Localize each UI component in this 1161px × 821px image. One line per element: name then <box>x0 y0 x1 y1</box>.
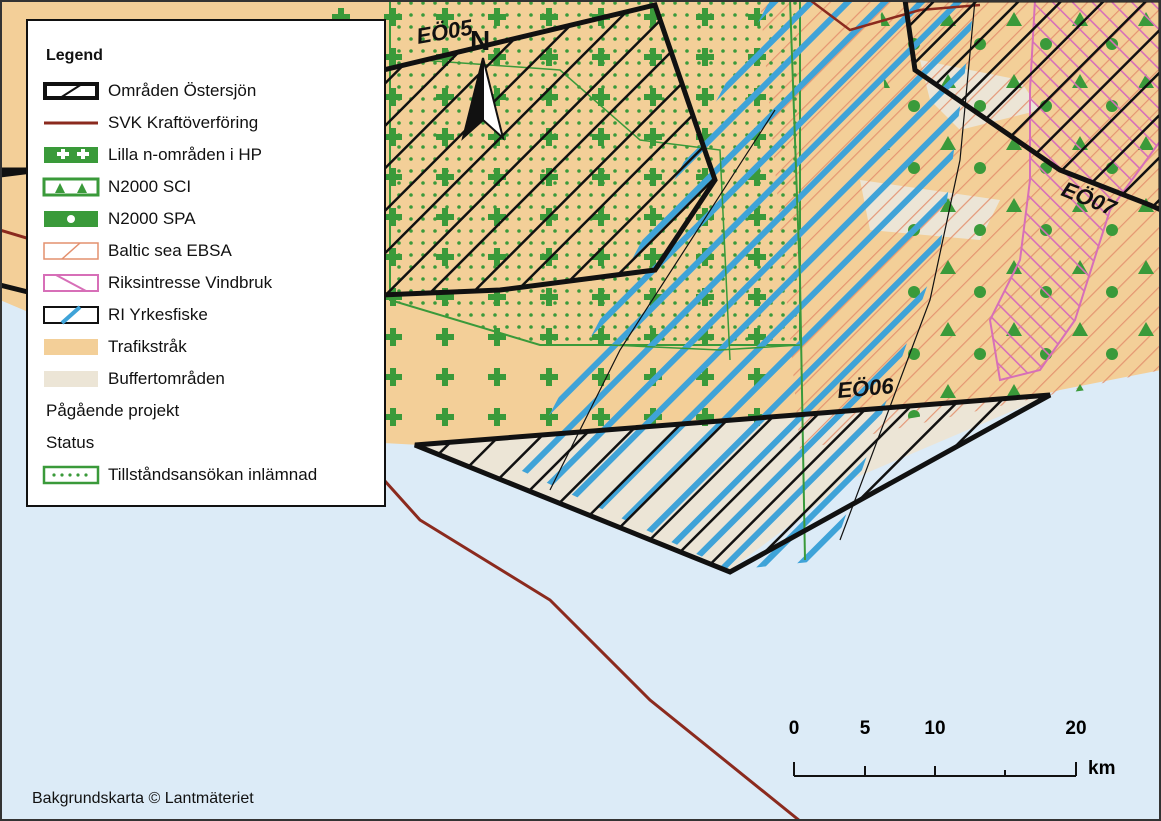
legend-item-lilla-n: Lilla n-områden i HP <box>42 143 262 167</box>
green-triangle-outline-icon <box>42 177 100 197</box>
brown-line-icon <box>44 121 98 125</box>
legend-item-n2000-spa: N2000 SPA <box>42 207 196 231</box>
legend-item-svk: SVK Kraftöverföring <box>42 111 258 135</box>
scale-bar-line <box>793 762 1077 777</box>
legend-section-projects: Pågående projekt <box>46 401 180 420</box>
legend-label: Buffertområden <box>108 369 225 388</box>
legend-label: Baltic sea EBSA <box>108 241 232 260</box>
legend-label: Områden Östersjön <box>108 81 257 100</box>
legend-item-n2000-sci: N2000 SCI <box>42 175 191 199</box>
n2000-boundary-3 <box>540 344 801 351</box>
thin-boundary-2 <box>839 0 976 541</box>
legend-label: SVK Kraftöverföring <box>108 113 259 132</box>
green-dot-fill-icon <box>44 211 98 227</box>
pink-hatch-icon <box>43 274 99 292</box>
thick-black-hatch-box-icon <box>43 82 99 100</box>
area-label-eo06: EÖ06 <box>836 373 895 403</box>
area-eo07 <box>902 0 1161 213</box>
tan-fill-icon <box>44 339 98 355</box>
scale-unit: km <box>1088 758 1116 779</box>
legend-item-yrkesfiske: RI Yrkesfiske <box>42 303 208 327</box>
scale-bar: 0 5 10 20 km <box>780 716 1140 786</box>
map-credit: Bakgrundskarta © Lantmäteriet <box>32 790 254 807</box>
legend-item-vindbruk: Riksintresse Vindbruk <box>42 271 272 295</box>
legend-item-ebsa: Baltic sea EBSA <box>42 239 232 263</box>
scale-tick-label: 20 <box>1065 718 1087 739</box>
thin-boundary-1 <box>549 109 776 491</box>
legend-item-tillstand: Tillståndsansökan inlämnad <box>42 463 317 487</box>
legend-label: Lilla n-områden i HP <box>108 145 263 164</box>
legend-label: Tillståndsansökan inlämnad <box>108 465 318 484</box>
legend-panel: Legend Områden Östersjön SVK Kraftöverfö… <box>26 19 386 507</box>
legend-label: Trafikstråk <box>108 337 187 356</box>
green-plus-fill-icon <box>44 147 98 163</box>
legend-label: N2000 SPA <box>108 209 196 228</box>
legend-label: RI Yrkesfiske <box>108 305 208 324</box>
scale-tick-label: 0 <box>788 718 800 739</box>
legend-item-omraden: Områden Östersjön <box>42 79 256 103</box>
north-arrow-icon: N <box>461 25 505 141</box>
scale-tick-label: 10 <box>924 718 946 739</box>
legend-title: Legend <box>46 47 103 64</box>
orange-hatch-icon <box>43 242 99 260</box>
legend-item-trafikstrak: Trafikstråk <box>42 335 187 359</box>
legend-section-status: Status <box>46 433 95 452</box>
scale-tick-label: 5 <box>859 718 871 739</box>
area-eo06 <box>414 392 1052 575</box>
legend-item-buffert: Buffertområden <box>42 367 225 391</box>
beige-fill-icon <box>44 371 98 387</box>
blue-hatch-icon <box>43 305 99 325</box>
svg-text:N: N <box>470 25 490 56</box>
green-dotted-box-icon <box>42 465 100 485</box>
legend-label: Riksintresse Vindbruk <box>108 273 273 292</box>
legend-label: N2000 SCI <box>108 177 192 196</box>
